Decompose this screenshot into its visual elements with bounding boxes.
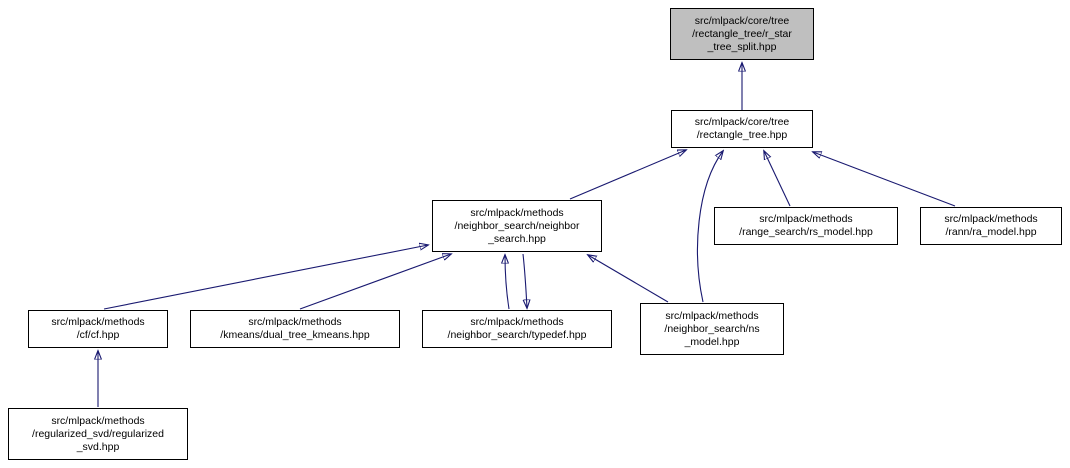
node-ns-model[interactable]: src/mlpack/methods /neighbor_search/ns _… <box>640 303 784 355</box>
node-neighbor-search[interactable]: src/mlpack/methods /neighbor_search/neig… <box>432 200 602 252</box>
edge-rs-model-to-rectangle-tree <box>764 151 791 207</box>
edge-neighbor-search-to-rectangle-tree <box>569 150 686 200</box>
node-cf[interactable]: src/mlpack/methods /cf/cf.hpp <box>28 310 168 348</box>
node-regularized-svd[interactable]: src/mlpack/methods /regularized_svd/regu… <box>8 408 188 460</box>
node-r-star-tree-split[interactable]: src/mlpack/core/tree /rectangle_tree/r_s… <box>670 8 814 60</box>
node-rectangle-tree[interactable]: src/mlpack/core/tree /rectangle_tree.hpp <box>671 110 813 148</box>
node-typedef[interactable]: src/mlpack/methods /neighbor_search/type… <box>422 310 612 348</box>
node-rs-model[interactable]: src/mlpack/methods /range_search/rs_mode… <box>714 207 898 245</box>
node-ra-model[interactable]: src/mlpack/methods /rann/ra_model.hpp <box>920 207 1062 245</box>
edge-dual-tree-kmeans-to-neighbor-search <box>299 254 451 310</box>
edge-typedef-to-neighbor-search <box>505 255 510 310</box>
edge-cf-to-neighbor-search <box>103 245 428 310</box>
edge-neighbor-search-to-typedef <box>523 253 527 308</box>
edge-ra-model-to-rectangle-tree <box>813 152 956 207</box>
node-dual-tree-kmeans[interactable]: src/mlpack/methods /kmeans/dual_tree_kme… <box>190 310 400 348</box>
edge-ns-model-to-neighbor-search <box>588 255 669 303</box>
